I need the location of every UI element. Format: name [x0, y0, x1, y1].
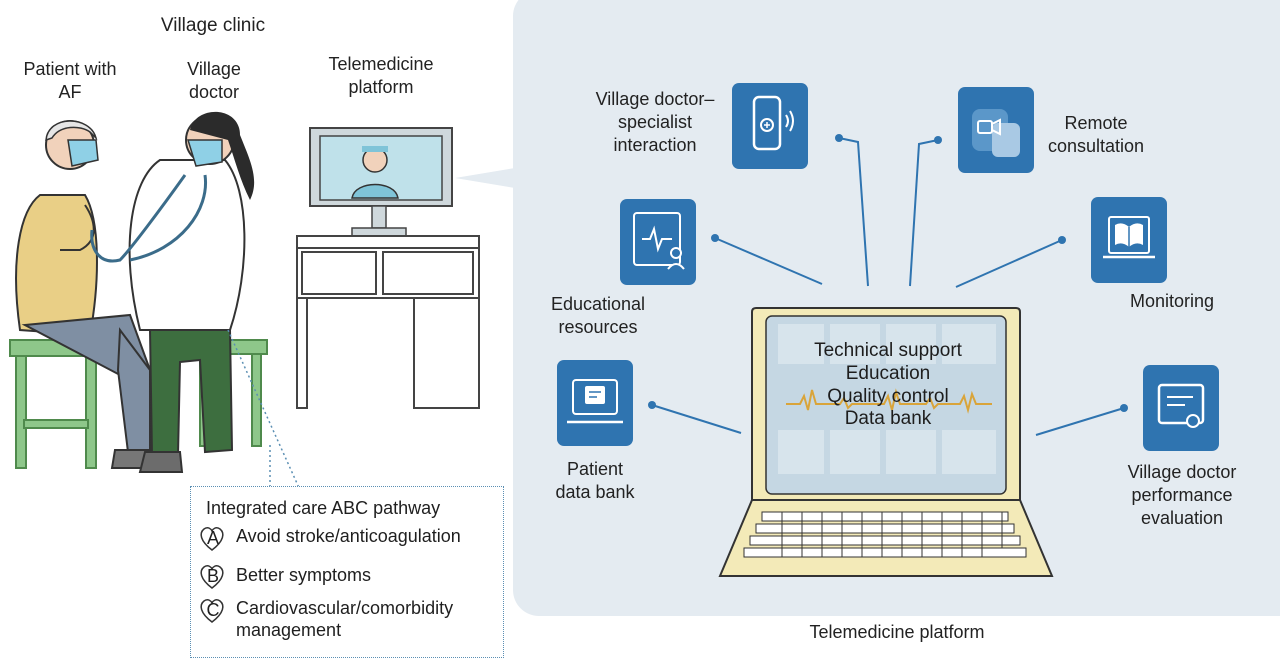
- abc-letter-b: B: [206, 566, 219, 586]
- video-call-icon: [972, 109, 1020, 157]
- tile-interaction: [732, 83, 808, 169]
- village-clinic-title: Village clinic: [160, 15, 266, 36]
- keyboard: [743, 511, 1027, 558]
- doctor-figure: [90, 111, 255, 473]
- book-laptop-icon: [1103, 216, 1155, 259]
- screen-line-technical-support: Technical support: [814, 340, 962, 361]
- panel-caption: Telemedicine platform: [809, 622, 985, 642]
- tile-monitoring: [1091, 197, 1167, 283]
- clinic-illustration: [9, 111, 480, 491]
- abc-item-c: Cardiovascular/comorbidity management: [236, 598, 454, 640]
- screen-line-data-bank: Data bank: [844, 408, 932, 429]
- ecg-monitor-icon: [633, 212, 685, 270]
- abc-letter-a: A: [206, 528, 219, 548]
- label-monitoring: Monitoring: [1129, 291, 1215, 311]
- tile-evaluation: [1143, 365, 1219, 451]
- platform-label: Telemedicine platform: [328, 54, 434, 97]
- label-evaluation: Village doctor performance evaluation: [1127, 462, 1237, 528]
- tile-patient-data-bank: [557, 360, 633, 446]
- screen-line-quality-control: Quality control: [827, 386, 949, 407]
- abc-item-a: Avoid stroke/anticoagulation: [236, 526, 461, 546]
- heart-a-icon: [200, 527, 224, 551]
- tile-remote-consultation: [958, 87, 1034, 173]
- desk: [296, 235, 480, 409]
- label-remote-consultation: Remote consultation: [1047, 113, 1145, 156]
- abc-letter-c: C: [206, 600, 220, 620]
- heart-b-icon: [200, 565, 224, 589]
- ecg-trace: [786, 388, 992, 414]
- label-educational: Educational resources: [550, 294, 646, 337]
- label-patient-data-bank: Patient data bank: [555, 459, 635, 502]
- heart-c-icon: [200, 599, 224, 623]
- monitor: [309, 127, 453, 237]
- abc-title: Integrated care ABC pathway: [206, 498, 441, 518]
- abc-item-b: Better symptoms: [236, 565, 372, 585]
- connector-lines: [648, 134, 1128, 436]
- label-interaction: Village doctor– specialist interaction: [595, 89, 715, 155]
- panel-pointer: [455, 168, 515, 188]
- abc-pathway-box: Integrated care ABC pathway A Avoid stro…: [190, 486, 504, 658]
- tile-educational: [620, 199, 696, 285]
- laptop: [718, 307, 1054, 577]
- screen-line-education: Education: [845, 363, 931, 384]
- certificate-icon: [1157, 383, 1205, 428]
- doctor-label: Village doctor: [187, 59, 241, 102]
- data-bank-laptop-icon: [567, 379, 623, 424]
- smartphone-icon: [752, 95, 794, 151]
- patient-label: Patient with AF: [23, 59, 117, 102]
